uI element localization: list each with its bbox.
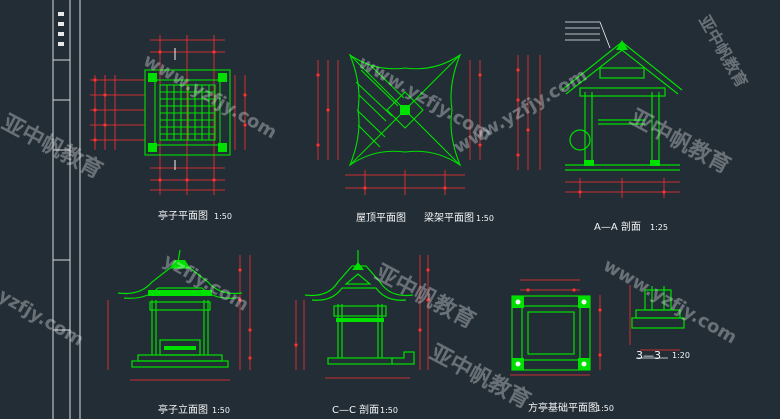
label-foundation-plan: 方亭基础平面图 bbox=[528, 403, 598, 414]
frame-border bbox=[52, 0, 81, 419]
label-detail-33-scale: 1:20 bbox=[672, 351, 690, 360]
pavilion-plan-view bbox=[90, 35, 247, 195]
label-section-aa-scale: 1:25 bbox=[650, 223, 668, 232]
label-roof-plan: 屋顶平面图 bbox=[356, 213, 406, 224]
label-section-cc-scale: 1:50 bbox=[380, 406, 398, 415]
label-foundation-plan-scale: 1:50 bbox=[596, 404, 614, 413]
section-cc-view bbox=[294, 250, 430, 379]
roof-plan-view bbox=[316, 53, 482, 195]
label-detail-33: 3—3 bbox=[636, 349, 661, 362]
label-pavilion-elevation-scale: 1:50 bbox=[212, 406, 230, 415]
pavilion-elevation-view bbox=[107, 249, 252, 381]
label-frame-plan: 梁架平面图 bbox=[424, 213, 474, 224]
label-frame-plan-scale: 1:50 bbox=[476, 214, 494, 223]
detail-33-view bbox=[629, 285, 685, 359]
label-pavilion-plan: 亭子平面图 bbox=[158, 211, 208, 222]
section-aa-view bbox=[516, 21, 683, 198]
label-pavilion-plan-scale: 1:50 bbox=[214, 212, 232, 221]
foundation-plan-view bbox=[510, 279, 602, 376]
frame-title-marks bbox=[58, 12, 64, 46]
label-pavilion-elevation: 亭子立面图 bbox=[158, 405, 208, 416]
label-section-aa: A—A 剖面 bbox=[594, 222, 641, 233]
label-section-cc: C—C 剖面 bbox=[332, 405, 380, 416]
